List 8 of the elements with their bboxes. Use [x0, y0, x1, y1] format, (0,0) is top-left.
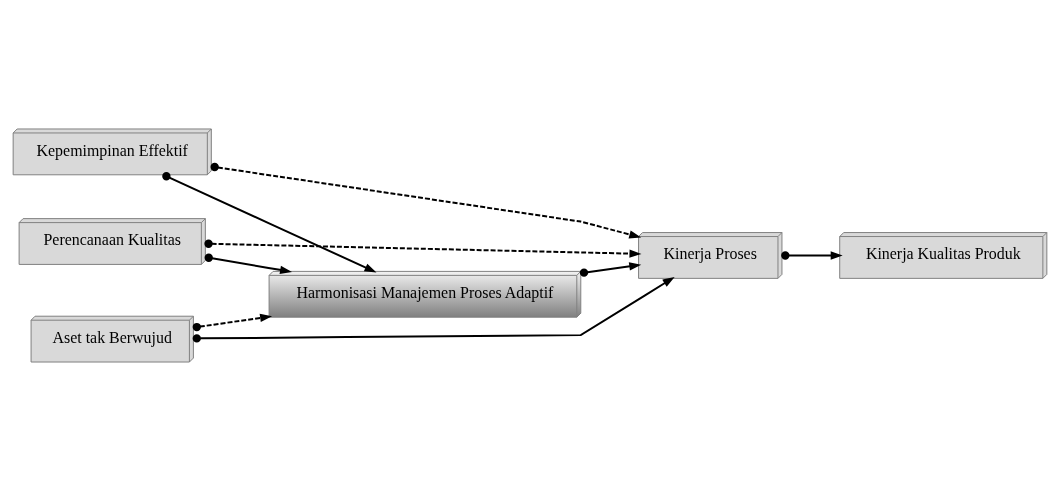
arrow	[192, 313, 273, 332]
arrow	[192, 276, 675, 343]
arrow	[204, 253, 293, 275]
arrow	[579, 262, 642, 277]
arrow	[210, 162, 642, 239]
arrow	[204, 239, 642, 258]
arrow	[781, 251, 843, 260]
arrow	[162, 172, 377, 273]
